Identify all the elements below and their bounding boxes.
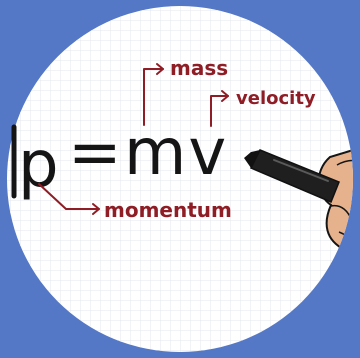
- formula-p: p: [18, 128, 61, 202]
- velocity-arrow: [210, 95, 229, 127]
- momentum-arrow: [38, 183, 100, 210]
- velocity-arrowhead: [221, 90, 229, 102]
- marker-icon: [244, 149, 340, 203]
- annotation-velocity: velocity: [236, 88, 316, 109]
- formula: p = mv: [11, 116, 228, 202]
- formula-equals: =: [68, 116, 124, 190]
- annotation-momentum: momentum: [104, 198, 232, 222]
- annotation-arrows: [38, 63, 229, 215]
- mass-arrow: [143, 68, 164, 126]
- formula-mv: mv: [124, 116, 228, 190]
- annotation-mass: mass: [170, 56, 228, 80]
- momentum-arrowhead: [92, 203, 100, 215]
- mass-arrowhead: [156, 63, 164, 75]
